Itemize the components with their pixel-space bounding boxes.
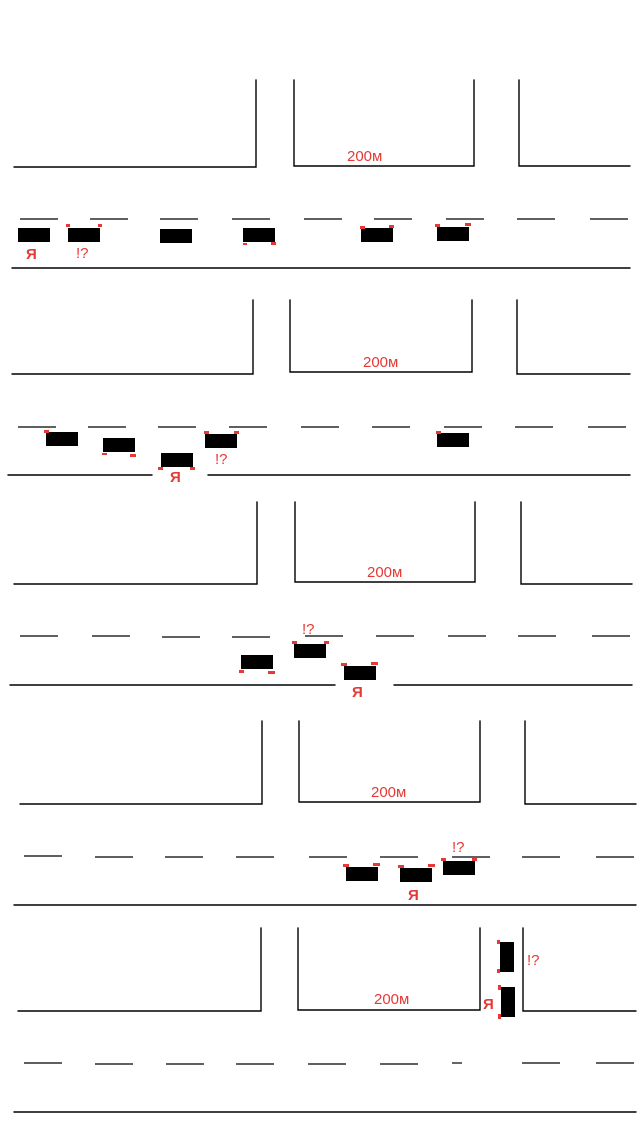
cars-4 [343, 858, 477, 882]
car [103, 438, 135, 452]
car [346, 867, 378, 881]
distance-label-2: 200м [363, 354, 398, 371]
question-label-5: !? [527, 952, 540, 969]
block-left-1 [13, 79, 257, 168]
car-me [501, 987, 515, 1017]
block-right-4 [524, 720, 637, 805]
car-questioned [443, 861, 475, 875]
me-label-1: Я [26, 246, 37, 263]
car-me [344, 666, 376, 680]
buildings-3 [13, 501, 633, 585]
cars-2 [44, 430, 469, 470]
car-questioned [68, 228, 100, 242]
block-right-5 [522, 927, 637, 1012]
distance-label-1: 200м [347, 148, 382, 165]
lane-markings-4 [24, 855, 634, 858]
car-questioned [205, 434, 237, 448]
cars-5 [497, 940, 515, 1019]
me-label-5: Я [483, 996, 494, 1013]
scene-3: 200м Я !? [9, 501, 633, 701]
buildings-2 [11, 299, 631, 375]
question-label-3: !? [302, 621, 315, 638]
cars-3 [239, 641, 378, 680]
car [160, 229, 192, 243]
lane-markings-3 [20, 635, 630, 638]
car [437, 227, 469, 241]
question-label-4: !? [452, 839, 465, 856]
scene-2: 200м Я ! [7, 299, 631, 486]
scene-4: 200м Я !? [13, 720, 637, 906]
car-me [18, 228, 50, 242]
block-right-2 [516, 299, 631, 375]
block-left-4 [19, 720, 263, 805]
car [243, 228, 275, 242]
block-middle-1 [293, 79, 475, 167]
buildings-5 [17, 927, 637, 1012]
car [437, 433, 469, 447]
me-label-4: Я [408, 887, 419, 904]
car [241, 655, 273, 669]
me-label-2: Я [170, 469, 181, 486]
distance-label-5: 200м [374, 991, 409, 1008]
scene-1: 200м Я [11, 79, 631, 269]
lane-markings-5 [24, 1062, 634, 1065]
distance-label-4: 200м [371, 784, 406, 801]
car-me [161, 453, 193, 467]
block-left-3 [13, 501, 258, 585]
block-left-5 [17, 927, 262, 1012]
question-label-2: !? [215, 451, 228, 468]
me-label-3: Я [352, 684, 363, 701]
distance-label-3: 200м [367, 564, 402, 581]
block-middle-3 [294, 501, 476, 583]
car-questioned [500, 942, 514, 972]
car-questioned [294, 644, 326, 658]
car-me [400, 868, 432, 882]
block-left-2 [11, 299, 254, 375]
cars-1 [18, 223, 471, 245]
block-middle-5 [297, 927, 481, 1011]
car [361, 228, 393, 242]
block-right-1 [518, 79, 631, 167]
buildings-4 [19, 720, 637, 805]
question-label-1: !? [76, 245, 89, 262]
car [46, 432, 78, 446]
block-middle-4 [298, 720, 481, 803]
block-middle-2 [289, 299, 473, 373]
scene-5: 200м Я !? [13, 927, 637, 1113]
buildings-1 [13, 79, 631, 168]
block-right-3 [520, 501, 633, 585]
